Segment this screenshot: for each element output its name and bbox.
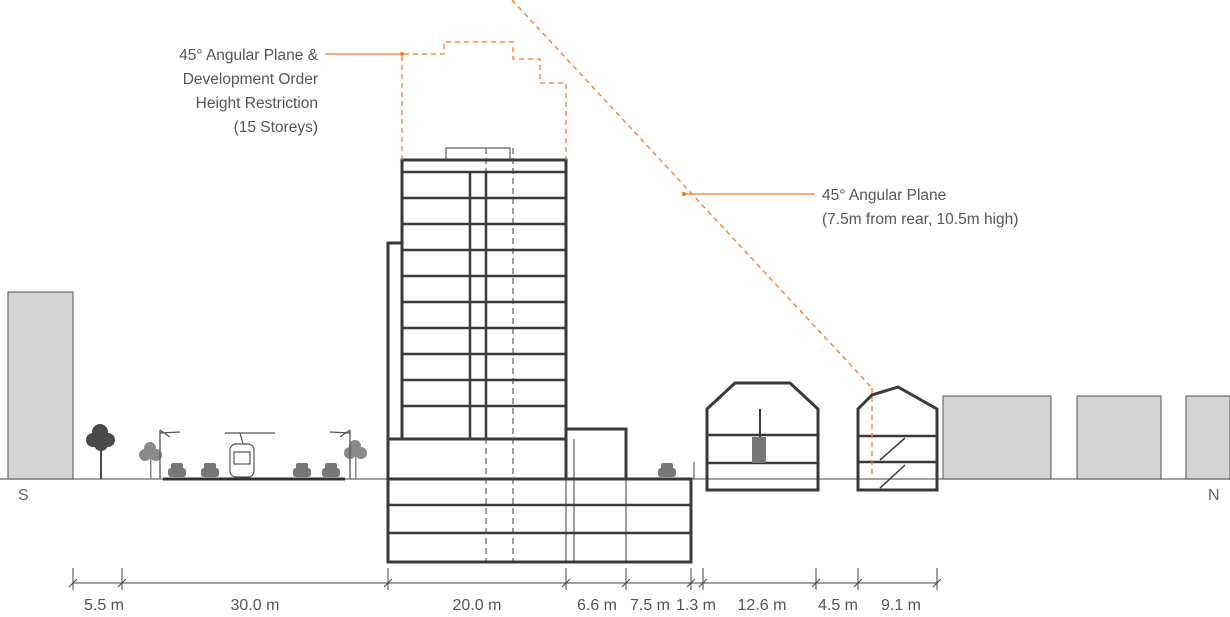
street-light-icon	[329, 429, 351, 479]
dimension-label: 7.5 m	[630, 597, 670, 614]
restriction-label-line-3: Height Restriction	[196, 95, 318, 112]
dimension-label: 6.6 m	[577, 597, 617, 614]
proposed-building	[386, 147, 693, 564]
neighbouring-house	[705, 381, 820, 492]
car-icon	[658, 463, 676, 477]
street-light-icon	[159, 429, 181, 479]
dimension-label: 4.5 m	[818, 597, 858, 614]
angular-plane-label-line-1: 45° Angular Plane	[822, 187, 946, 204]
restriction-leader-dot	[400, 52, 404, 56]
street-tree	[344, 440, 367, 479]
tram-icon	[225, 432, 275, 478]
height-restriction-envelope	[401, 41, 567, 160]
dimension-label: 1.3 m	[676, 597, 716, 614]
restriction-label-line-4: (15 Storeys)	[234, 119, 318, 136]
north-label: N	[1208, 487, 1220, 504]
restriction-label-line-1: 45° Angular Plane &	[179, 47, 319, 64]
car-icon	[201, 463, 219, 477]
street-tree	[86, 424, 115, 479]
restriction-label-line-2: Development Order	[183, 71, 318, 88]
angular-plane-label-line-2: (7.5m from rear, 10.5m high)	[822, 211, 1018, 228]
car-icon	[322, 463, 340, 477]
angular-plane-leader-dot	[682, 192, 686, 196]
dimension-label: 9.1 m	[881, 597, 921, 614]
context-building-north-3	[1185, 395, 1230, 480]
neighbouring-house	[856, 385, 939, 492]
car-icon	[293, 463, 311, 477]
dimension-label: 20.0 m	[453, 597, 502, 614]
street-tree	[139, 442, 162, 479]
context-building-south	[7, 291, 74, 480]
south-label: S	[18, 487, 29, 504]
dimension-label: 30.0 m	[231, 597, 280, 614]
car-icon	[168, 463, 186, 477]
dimension-string	[68, 568, 942, 590]
dimension-label: 5.5 m	[84, 597, 124, 614]
dimension-label: 12.6 m	[738, 597, 787, 614]
context-building-north-2	[1076, 395, 1162, 480]
context-building-north-1	[942, 395, 1052, 480]
